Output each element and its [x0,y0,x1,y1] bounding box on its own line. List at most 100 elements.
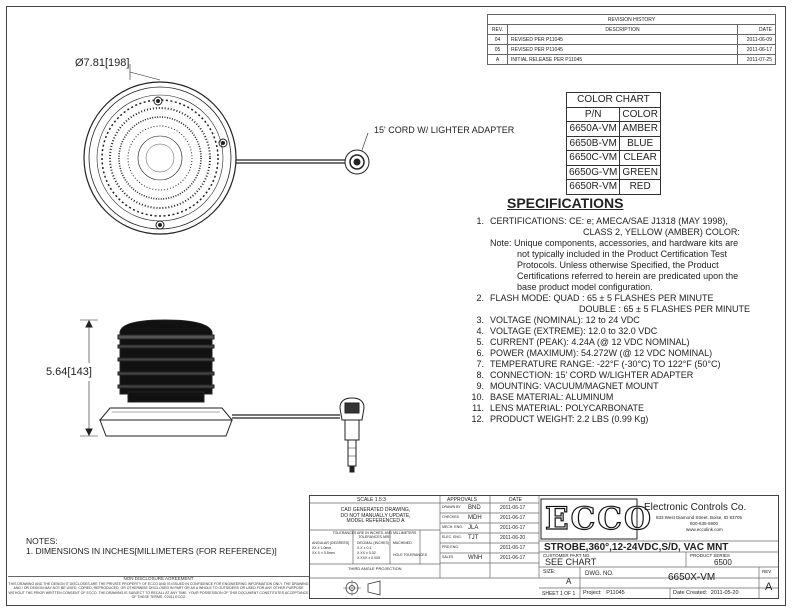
project-label: Project: [583,590,602,596]
specifications-list: 1. CERTIFICATIONS: CE: e; AMECA/SAE J1318… [466,216,750,425]
color-chart-pn: 6650A-VM [565,121,621,137]
cad-note-line: MODEL REFERENCED A [346,518,405,524]
spec-text: Certifications referred to herein are pr… [517,271,739,281]
tolerance-angular: ANGULAR (DEGREES) XX ± 1.0mm XX.X ± 0.5m… [312,541,349,556]
spec-line: 11. LENS MATERIAL: POLYCARBONATE [466,403,750,414]
approval-date: 2011-06-20 [500,535,526,541]
tolerance-decimal: DECIMAL (INCHES) X.X ± 0.1 X.XX ± 0.02 X… [357,541,389,561]
project-field: Project: P11045 [583,590,625,596]
spec-number: 7. [476,359,484,369]
color-chart-color: GREEN [619,164,661,180]
spec-line: 6. POWER (MAXIMUM): 54.272W (@ 12 VDC NOM… [466,348,750,359]
spec-number: 3. [476,315,484,325]
approval-name: BND [468,505,481,511]
date-header: DATE [509,497,522,503]
tolerance-angular-title: ANGULAR (DEGREES) [312,541,350,545]
spec-text: base product model configuration. [517,282,653,292]
spec-line: 10. BASE MATERIAL: ALUMINUM [466,392,750,403]
table-row: A INITIAL RELEASE PER P11045 2011-07-25 [487,54,776,65]
color-chart-pn: 6650R-VM [565,179,621,195]
third-angle-projection-symbol [343,580,381,596]
tolerance-machined-title: MACHINED [393,541,412,545]
spec-number: 1. [476,216,484,226]
sheet-number: SHEET 1 OF 1 [542,591,576,597]
product-series-label: PRODUCT SERIES [690,553,730,558]
dwg-label: DWG. NO. [585,571,614,577]
projection-label: THIRD ANGLE PROJECTION [348,566,402,571]
diameter-value: Ø7.81 [75,57,105,69]
spec-line: CLASS 2, YELLOW (AMBER) COLOR: [466,227,750,238]
scale-label: SCALE 1.5:3 [357,497,386,503]
cad-note: CAD GENERATED DRAWING, DO NOT MANUALLY U… [318,507,433,525]
date-created-value: 2011-05-20 [710,590,739,596]
spec-number: 6. [476,348,484,358]
approval-name: TJT [468,535,479,541]
spec-line: 4.VOLTAGE (EXTREME): 12.0 to 32.0 VDC [466,326,750,337]
spec-text: POWER (MAXIMUM): 54.272W (@ 12 VDC NOMIN… [490,348,713,358]
rev-label: REV. [762,569,773,574]
color-chart-pn: 6650G-VM [565,164,621,180]
spec-text: CONNECTION: 15' CORD W/LIGHTER ADAPTER [490,370,694,380]
ecco-logo [540,498,638,540]
tolerance-note-line: TOLERANCES ARE: [358,535,391,539]
nondisclosure-text: THIS DRAWING AND THE DESIGN IT DISCLOSES… [8,582,309,599]
dwg-value: 6650X-VM [668,572,716,583]
tolerance-value: XX.X ± 0.5mm [312,551,335,555]
top-view-drawing [83,64,370,235]
approval-name: WNH [468,555,483,561]
spec-number: 11. [472,403,484,413]
spec-text: PRODUCT WEIGHT: 2.2 LBS (0.99 Kg) [490,414,649,424]
revision-date: 2011-07-25 [737,54,776,65]
notes-line: 1. DIMENSIONS IN INCHES[MILLIMETERS (FOR… [26,546,277,556]
approval-date: 2011-06-17 [500,515,526,521]
spec-line: 9.MOUNTING: VACUUM/MAGNET MOUNT [466,381,750,392]
spec-text: Protocols. Unless otherwise Specified, t… [517,260,719,270]
approval-date: 2011-06-17 [500,525,526,531]
size-label: SIZE: [543,569,556,575]
spec-text: CERTIFICATIONS: CE: e; AMECA/SAE J1318 (… [490,216,728,226]
height-dimension: 5.64[143] [46,366,92,378]
approval-date: 2011-06-17 [500,555,526,561]
cord-callout: 15' CORD W/ LIGHTER ADAPTER [374,125,515,135]
color-chart-color: RED [619,179,661,195]
product-series-value: 6500 [714,558,732,567]
spec-text: LENS MATERIAL: POLYCARBONATE [490,403,645,413]
tolerance-hole-title: HOLE TOLERANCES [393,553,428,557]
nondisclosure-title: NON DISCLOSURE AGREEMENT [123,576,194,581]
spec-line: 3.VOLTAGE (NOMINAL): 12 to 24 VDC [466,315,750,326]
tolerance-note-line: TOLERANCES ARE IN INCHES, AND MILLIMETER… [332,531,417,535]
spec-number: 9. [476,381,484,391]
spec-number: 2. [476,293,484,303]
spec-text: Note: Unique components, accessories, an… [490,238,739,248]
specifications-title: SPECIFICATIONS [507,195,624,211]
date-created-field: Date Created: 2011-05-20 [673,590,739,596]
company-website: www.eccolink.com [686,527,723,532]
customer-part-label: CUSTOMER PART NO. [543,553,591,558]
height-value: 5.64 [46,366,68,378]
spec-text: DOUBLE : 65 ± 5 FLASHES PER MINUTE [579,304,750,314]
spec-number: 10. [471,392,484,402]
height-mm-value: [143] [67,366,92,378]
tolerance-note: TOLERANCES ARE IN INCHES, AND MILLIMETER… [312,531,437,539]
color-chart-header-color: COLOR [619,106,661,122]
spec-line: DOUBLE : 65 ± 5 FLASHES PER MINUTE [466,304,750,315]
notes-block: NOTES: 1. DIMENSIONS IN INCHES[MILLIMETE… [26,536,277,556]
spec-line: not typically included in the Product Ce… [466,249,750,260]
tolerance-value: X.XX ± 0.02 [357,551,376,555]
project-value: P11045 [606,590,625,596]
approval-name: MDH [468,515,482,521]
cad-note-line: CAD GENERATED DRAWING, [340,507,411,513]
color-chart-pn: 6650C-VM [565,150,621,166]
approval-name: JLA [468,525,479,531]
spec-line: 5.CURRENT (PEAK): 4.24A (@ 12 VDC NOMINA… [466,337,750,348]
spec-text: BASE MATERIAL: ALUMINUM [490,392,614,402]
spec-text: CURRENT (PEAK): 4.24A (@ 12 VDC NOMINAL) [490,337,690,347]
spec-text: not typically included in the Product Ce… [517,249,727,259]
company-address: 833 West Diamond Street, Boise, ID 83705 [656,515,742,520]
title-block [309,495,779,599]
color-chart-pn: 6650B-VM [565,135,621,151]
notes-title: NOTES: [26,536,58,546]
approval-role: PRD ENG. [442,545,459,549]
